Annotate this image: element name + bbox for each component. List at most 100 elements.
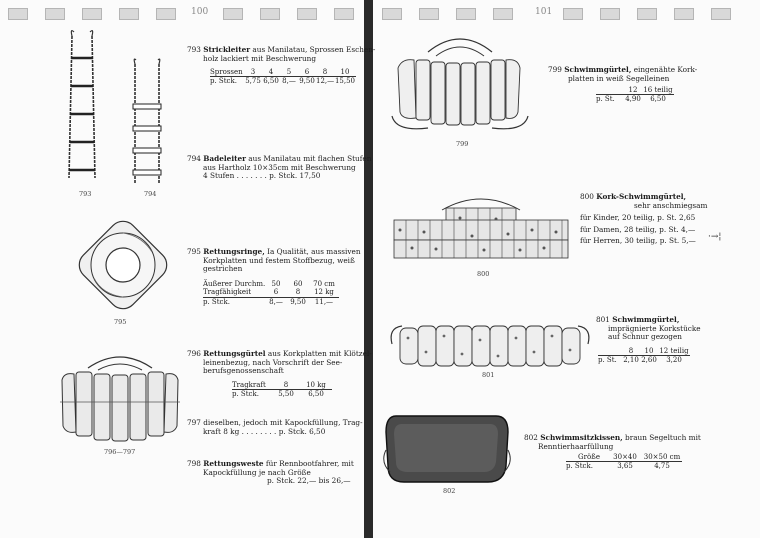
table-cell: 8,— xyxy=(269,297,283,306)
figure-caption: 796—797 xyxy=(104,448,136,456)
binding-hole xyxy=(456,8,476,20)
table-row: p. St. 4,90 6,50 xyxy=(596,95,674,103)
price-table-793: Sprossen 3 4 5 6 8 10 p. Stck. 5,75 6,50… xyxy=(210,68,356,86)
table-cell: 12 xyxy=(628,86,638,94)
table-cell: p. Stck. xyxy=(232,390,259,399)
book-spine xyxy=(364,0,373,538)
item-title: Schwimmsitzkissen, xyxy=(540,433,623,442)
table-cell: Tragfähigkeit xyxy=(203,288,252,297)
figure-caption: 802 xyxy=(443,487,456,495)
table-row: Tragfähigkeit 6 8 12 kg xyxy=(203,288,339,298)
item-desc: aus Manilatau, Sprossen Eschen- xyxy=(252,45,376,54)
item-800-text: 800 Kork-Schwimmgürtel, sehr anschmiegsa… xyxy=(580,192,708,246)
table-header-row: 12 16 teilig xyxy=(596,86,674,96)
table-row: p. Stck. 8,— 9,50 11,— xyxy=(203,298,339,306)
item-801-text: 801 Schwimmgürtel, imprägnierte Korkstüc… xyxy=(596,315,701,342)
figure-caption: 800 xyxy=(477,270,490,278)
table-cell: 50 xyxy=(271,280,281,288)
item-number: 793 xyxy=(187,45,201,54)
item-number: 800 xyxy=(580,192,594,201)
table-cell: 6,50 xyxy=(650,95,666,104)
item-793-text: 793 Strickleiter aus Manilatau, Sprossen… xyxy=(187,45,376,63)
figure-caption: 799 xyxy=(456,140,469,148)
table-header-row: Größe 30×40 30×50 cm xyxy=(566,453,682,463)
item-desc: für Damen, 28 teilig, p. St. 4,— xyxy=(580,224,696,234)
table-cell: p. St. xyxy=(596,95,615,104)
table-cell: 9,50 xyxy=(299,77,315,86)
item-desc: dieselben, jedoch mit Kapockfüllung, Tra… xyxy=(203,418,363,427)
table-row: p. Stck. 5,50 6,50 xyxy=(232,390,332,398)
item-desc: für Rennbootfahrer, mit xyxy=(265,459,354,468)
table-cell: 3,20 xyxy=(666,356,682,365)
item-desc: sehr anschmiegsam xyxy=(634,200,708,210)
price-table-799: 12 16 teilig p. St. 4,90 6,50 xyxy=(596,86,674,104)
table-cell: Größe xyxy=(578,453,600,461)
lifebuoy-ring-illustration xyxy=(78,220,168,310)
table-cell: 16 teilig xyxy=(643,86,673,94)
table-cell: 6 xyxy=(273,288,279,297)
binding-hole xyxy=(711,8,731,20)
item-desc: kraft 8 kg . . . . . . . . p. Stck. 6,50 xyxy=(203,426,326,436)
item-796-text: 796 Rettungsgürtel aus Korkplatten mit K… xyxy=(187,349,372,376)
binding-hole xyxy=(223,8,243,20)
price-table-801: 8 10 12 teilig p. St. 2,10 2,60 3,20 xyxy=(598,347,690,365)
price-table-796: Tragkraft 8 10 kg p. Stck. 5,50 6,50 xyxy=(232,381,332,399)
item-number: 799 xyxy=(548,65,562,74)
binding-hole xyxy=(382,8,402,20)
table-cell: 4,90 xyxy=(625,95,641,104)
item-desc: Renntierhaarfüllung xyxy=(538,441,614,451)
item-title: Schwimmgürtel, xyxy=(564,65,632,74)
item-desc: Ia Qualität, aus massiven xyxy=(267,247,361,256)
binding-hole xyxy=(600,8,620,20)
table-cell: p. St. xyxy=(598,356,617,365)
item-desc: aus Hartholz 10×35cm mit Beschwerung xyxy=(203,162,356,172)
table-cell: 30×40 xyxy=(613,453,637,461)
left-page xyxy=(0,0,364,538)
table-cell: 5,75 xyxy=(245,77,261,86)
item-title: Schwimmgürtel, xyxy=(612,315,680,324)
item-title: Kork-Schwimmgürtel, xyxy=(596,192,687,201)
item-desc: Kapockfüllung je nach Größe xyxy=(203,467,311,477)
item-desc: für Herren, 30 teilig, p. St. 5,— xyxy=(580,236,696,246)
item-desc: p. Stck. 22,— bis 26,— xyxy=(267,476,351,486)
table-cell: 6,50 xyxy=(263,77,279,86)
bath-ladder-illustration xyxy=(132,58,162,183)
table-cell: 12,— xyxy=(316,77,335,86)
item-desc: platten in weiß Segelleinen xyxy=(568,73,670,83)
item-number: 801 xyxy=(596,315,610,324)
binding-hole xyxy=(563,8,583,20)
item-desc: 4 Stufen . . . . . . . p. Stck. 17,50 xyxy=(203,171,321,181)
table-cell: 3 xyxy=(250,68,256,76)
page-number-right: 101 xyxy=(535,7,553,17)
table-row: Tragkraft 8 10 kg xyxy=(232,381,332,391)
figure-caption: 795 xyxy=(114,318,127,326)
binding-hole xyxy=(297,8,317,20)
table-row: Äußerer Durchm. 50 60 70 cm xyxy=(203,280,339,288)
figure-caption: 794 xyxy=(144,190,157,198)
table-cell: 11,— xyxy=(314,297,334,306)
table-row: p. Stck. 5,75 6,50 8,— 9,50 12,— 15,50 xyxy=(210,77,356,85)
table-cell: 30×50 cm xyxy=(643,453,681,461)
page-number-left: 100 xyxy=(191,7,209,17)
item-desc: auf Schnur gezogen xyxy=(608,332,682,342)
table-cell: 60 xyxy=(293,280,303,288)
item-desc: Korkplatten und festem Stoffbezug, weiß xyxy=(203,255,355,265)
table-cell: p. Stck. xyxy=(210,77,237,86)
item-desc: imprägnierte Korkstücke xyxy=(608,323,701,333)
binding-hole xyxy=(260,8,280,20)
item-desc: aus Korkplatten mit Klötzel- xyxy=(267,349,372,358)
item-number: 795 xyxy=(187,247,201,256)
item-number: 796 xyxy=(187,349,201,358)
binding-hole xyxy=(119,8,139,20)
figure-caption: 801 xyxy=(482,371,495,379)
item-desc: braun Segeltuch mit xyxy=(625,433,701,442)
binding-hole xyxy=(637,8,657,20)
table-cell: Tragkraft xyxy=(232,381,266,389)
table-header-row: Sprossen 3 4 5 6 8 10 xyxy=(210,68,356,78)
figure-caption: 793 xyxy=(79,190,92,198)
item-desc: leinenbezug, nach Vorschrift der See- xyxy=(203,357,343,367)
table-cell: p. Stck. xyxy=(566,462,593,471)
binding-hole xyxy=(156,8,176,20)
table-cell: 6 xyxy=(304,68,310,76)
item-802-text: 802 Schwimmsitzkissen, braun Segeltuch m… xyxy=(524,433,701,451)
